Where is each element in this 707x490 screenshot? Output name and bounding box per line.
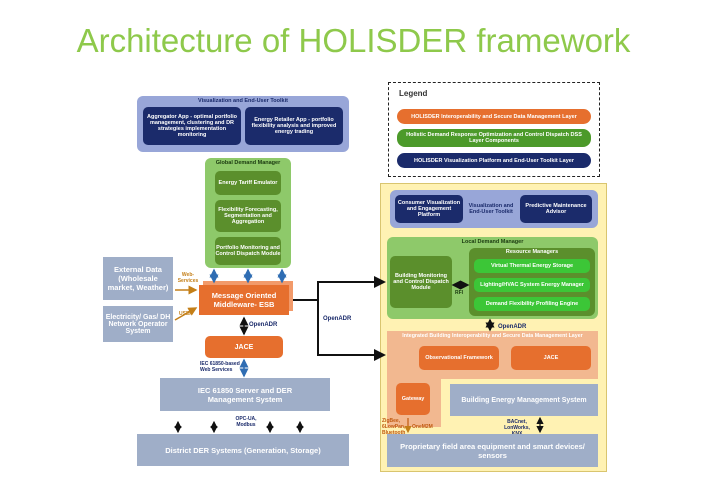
observational-framework: Observational Framework — [419, 346, 499, 370]
iec-web-services-label: IEC 61850-based Web Services — [200, 361, 240, 373]
opc-ua-label: OPC-UA, Modbus — [235, 416, 257, 428]
openadr-label-connector: OpenADR — [323, 316, 352, 322]
legend: Legend HOLISDER Interoperability and Sec… — [388, 82, 600, 177]
message-oriented-middleware-esb: Message Oriented Middleware- ESB — [199, 285, 289, 315]
esb-openadr-connector — [293, 276, 386, 301]
demand-flexibility-engine: Demand Flexibility Profiling Engine — [474, 297, 590, 311]
retailer-app: Energy Retailer App - portfolio flexibil… — [245, 107, 343, 145]
network-operator-system: Electricity/ Gas/ DH Network Operator Sy… — [103, 306, 173, 342]
legend-item-dss: Holistic Demand Response Optimization an… — [397, 129, 591, 147]
energy-tariff-emulator: Energy Tariff Emulator — [215, 171, 281, 195]
local-demand-manager: Local Demand Manager Building Monitoring… — [387, 237, 598, 319]
jace-right: JACE — [511, 346, 591, 370]
vis-toolkit-title: Visualization and End-User Toolkit — [198, 98, 288, 104]
lighting-hvac-manager: Lighting/HVAC System Energy Manager — [474, 278, 590, 292]
flexibility-forecasting: Flexibility Forecasting, Segmentation an… — [215, 200, 281, 232]
legend-heading: Legend — [399, 89, 428, 98]
operator-esb-arrow — [174, 307, 198, 321]
ldm-title: Local Demand Manager — [461, 239, 524, 245]
external-data: External Data (Wholesale market, Weather… — [103, 257, 173, 300]
page-title: Architecture of HOLISDER framework — [76, 22, 631, 59]
openadr-label-center: OpenADR — [249, 322, 278, 328]
ibi-title: Integrated Building Interoperability and… — [402, 333, 583, 339]
aggregator-app: Aggregator App - optimal portfolio manag… — [143, 107, 241, 145]
web-services-label: Web-Services — [177, 272, 199, 284]
district-der-systems: District DER Systems (Generation, Storag… — [137, 434, 349, 466]
jace-left: JACE — [205, 336, 283, 358]
building-energy-management-system: Building Energy Management System — [450, 384, 598, 416]
ibi-layer: Integrated Building Interoperability and… — [387, 331, 598, 379]
predictive-maintenance-advisor: Predictive Maintenance Advisor — [520, 195, 592, 223]
virtual-thermal-storage: Virtual Thermal Energy Storage — [474, 259, 590, 273]
gdm-title: Global Demand Manager — [215, 160, 281, 166]
resource-managers: Resource Managers Virtual Thermal Energy… — [469, 248, 595, 316]
vis-toolkit-left: Visualization and End-User Toolkit Aggre… — [137, 96, 349, 152]
openadr-label-right: OpenADR — [498, 324, 527, 330]
zigbee-label: ZigBee, 6LowPan, Bluetooth — [382, 418, 406, 436]
gateway: Gateway — [396, 383, 430, 415]
building-monitoring-control: Building Monitoring and Control Dispatch… — [390, 256, 452, 308]
vis-toolkit-right: Consumer Visualization and Engagement Pl… — [390, 190, 598, 228]
consumer-visualization-platform: Consumer Visualization and Engagement Pl… — [395, 195, 463, 223]
vis-toolkit-right-label: Visualization and End-User Toolkit — [468, 203, 514, 215]
rm-title: Resource Managers — [505, 249, 559, 255]
global-demand-manager: Global Demand Manager Energy Tariff Emul… — [205, 158, 291, 268]
portfolio-monitoring: Portfolio Monitoring and Control Dispatc… — [215, 237, 281, 265]
rfi-label: RFI — [455, 290, 464, 296]
field-equipment: Proprietary field area equipment and sma… — [387, 434, 598, 467]
iec-61850-server: IEC 61850 Server and DER Management Syst… — [160, 378, 330, 411]
esb-openadr-connector-lower — [317, 300, 386, 361]
legend-item-visualization: HOLISDER Visualization Platform and End-… — [397, 153, 591, 168]
onem2m-label: OneM2M — [412, 424, 433, 430]
legend-item-interoperability: HOLISDER Interoperability and Secure Dat… — [397, 109, 591, 124]
